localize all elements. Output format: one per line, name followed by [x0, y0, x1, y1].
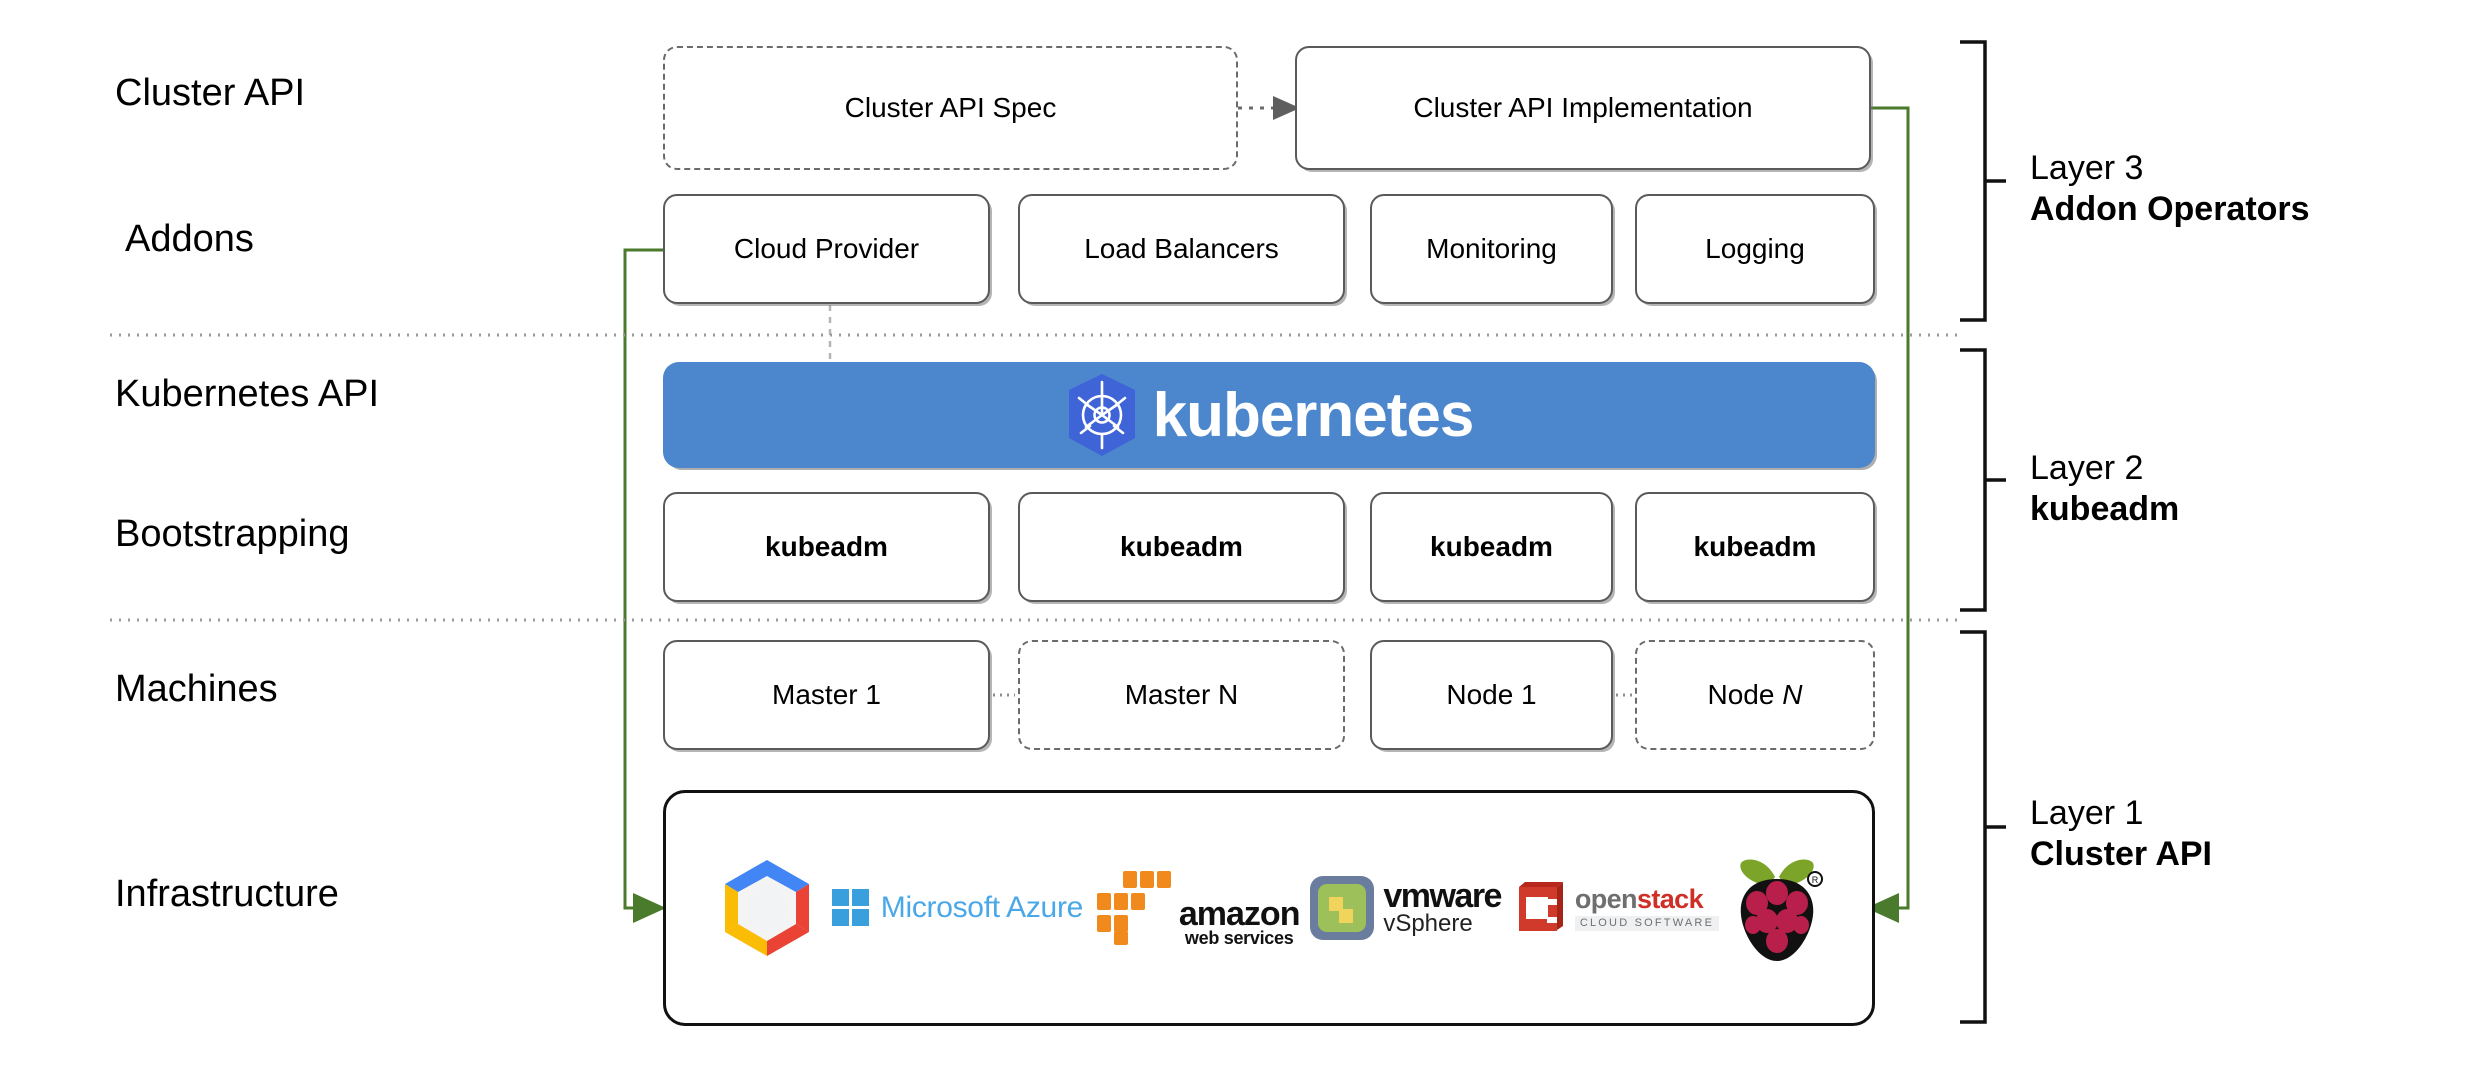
node-label: Master N	[1124, 679, 1239, 710]
row-label-infrastructure: Infrastructure	[115, 873, 339, 915]
node-label: Load Balancers	[1084, 233, 1279, 264]
cloud-provider-to-infrastructure-arrow	[623, 248, 666, 923]
layer-3-name: Addon Operators	[2030, 190, 2310, 229]
row-label-bootstrapping: Bootstrapping	[115, 513, 350, 555]
node-cloud-provider[interactable]: Cloud Provider	[663, 194, 990, 304]
node-master-1[interactable]: Master 1	[663, 640, 990, 750]
azure-wordmark: Microsoft Azure	[880, 891, 1084, 924]
svg-text:R: R	[1812, 875, 1819, 885]
row-label-machines: Machines	[115, 668, 278, 710]
row-label-cluster-api: Cluster API	[115, 72, 306, 114]
node-load-balancers[interactable]: Load Balancers	[1018, 194, 1345, 304]
raspberry-pi-icon: R	[1740, 859, 1823, 961]
openstack-logo: openstack CLOUD SOFTWARE	[1511, 879, 1720, 937]
node-label: kubeadm	[1430, 531, 1553, 562]
node-logging[interactable]: Logging	[1635, 194, 1875, 304]
layer-2-label: Layer 2 kubeadm	[2030, 448, 2179, 531]
node-kubeadm-3[interactable]: kubeadm	[1370, 492, 1613, 602]
vsphere-wordmark: vSphere	[1383, 909, 1473, 937]
node-label: Cluster API Spec	[844, 92, 1057, 123]
kubernetes-api-bar[interactable]: kubernetes	[663, 362, 1875, 468]
node-label: Monitoring	[1426, 233, 1557, 264]
node-label-italic-suffix: N	[1782, 679, 1803, 710]
openstack-wordmark: openstack	[1574, 883, 1704, 914]
vsphere-tile-icon	[1310, 876, 1375, 940]
microsoft-squares-icon	[831, 889, 869, 926]
node-cluster-api-spec[interactable]: Cluster API Spec	[663, 46, 1238, 170]
node-kubeadm-4[interactable]: kubeadm	[1635, 492, 1875, 602]
node-cluster-api-implementation[interactable]: Cluster API Implementation	[1295, 46, 1871, 170]
node-label: Master 1	[772, 679, 881, 710]
node-label: Node 1	[1446, 679, 1537, 710]
infrastructure-container[interactable]: Microsoft Azure amazon web ser	[663, 790, 1875, 1026]
openstack-tagline: CLOUD SOFTWARE	[1574, 915, 1720, 931]
web-services-wordmark: web services	[1184, 928, 1294, 949]
node-label: Logging	[1705, 233, 1805, 264]
layer-3-number: Layer 3	[2030, 149, 2144, 187]
layer-2-number: Layer 2	[2030, 449, 2144, 487]
layer-1-label: Layer 1 Cluster API	[2030, 793, 2212, 876]
layer-1-name: Cluster API	[2030, 835, 2213, 874]
node-label: Node	[1707, 679, 1775, 710]
layer-1-number: Layer 1	[2030, 794, 2144, 832]
vmware-vsphere-logo: vmware vSphere	[1309, 875, 1502, 941]
node-label: kubeadm	[1120, 531, 1243, 562]
microsoft-azure-logo: Microsoft Azure	[831, 888, 1083, 928]
layer-1-bracket	[1960, 630, 2006, 1024]
row-label-kubernetes-api: Kubernetes API	[115, 373, 380, 415]
kubernetes-wordmark: kubernetes	[1152, 380, 1475, 450]
node-kubeadm-1[interactable]: kubeadm	[663, 492, 990, 602]
vmware-wordmark: vmware	[1383, 877, 1502, 916]
node-label: kubeadm	[765, 531, 888, 562]
node-label: kubeadm	[1693, 531, 1817, 562]
layer-2-name: kubeadm	[2030, 490, 2180, 529]
node-kubeadm-2[interactable]: kubeadm	[1018, 492, 1345, 602]
layer-3-bracket	[1960, 40, 2006, 322]
node-monitoring[interactable]: Monitoring	[1370, 194, 1613, 304]
row-label-addons: Addons	[125, 218, 254, 260]
aws-boxes-icon	[1096, 871, 1171, 945]
layer-3-label: Layer 3 Addon Operators	[2030, 148, 2310, 231]
amazon-web-services-logo: amazon web services	[1093, 869, 1300, 947]
node-label: Cloud Provider	[733, 233, 920, 264]
node-master-n[interactable]: Master N	[1018, 640, 1345, 750]
google-cloud-platform-logo	[713, 856, 821, 960]
node-label: Cluster API Implementation	[1413, 92, 1753, 123]
amazon-wordmark: amazon	[1178, 895, 1301, 934]
node-node-1[interactable]: Node 1	[1370, 640, 1613, 750]
raspberry-pi-logo: R	[1729, 849, 1825, 967]
layer-2-bracket	[1960, 348, 2006, 612]
openstack-mark-icon	[1518, 882, 1563, 931]
node-node-n[interactable]: Node N	[1635, 640, 1875, 750]
implementation-to-infrastructure-arrow	[1866, 106, 1910, 923]
kubernetes-wheel-icon	[1068, 374, 1135, 456]
